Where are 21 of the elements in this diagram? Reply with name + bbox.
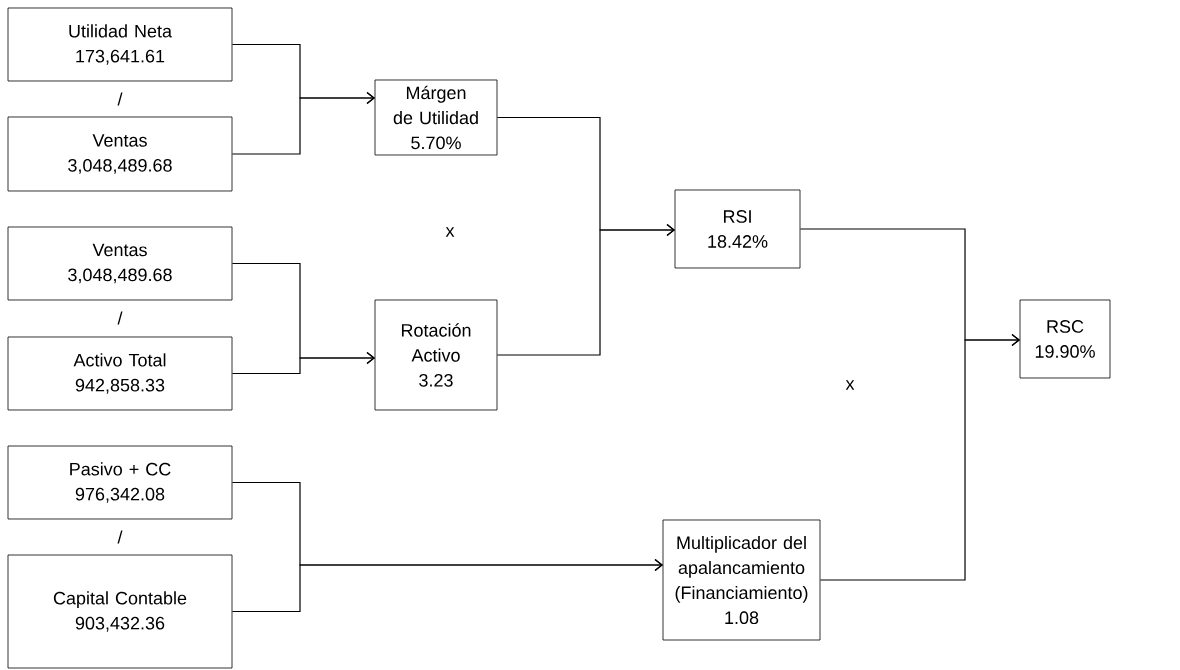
arrow	[819, 333, 1020, 581]
value-box: RSI 18.42%	[674, 189, 801, 269]
value-box: Ventas 3,048,489.68	[7, 226, 233, 301]
value-box: Márgen de Utilidad 5.70%	[374, 79, 498, 156]
operator-sign: /	[117, 92, 123, 106]
operator-sign: x	[445, 227, 455, 237]
value-box: Pasivo + CC 976,342.08	[7, 445, 233, 520]
value-box: Multiplicador del apalancamiento (Financiamiento) 1.08	[662, 519, 821, 641]
arrow	[231, 558, 663, 613]
value-box: Ventas 3,048,489.68	[7, 116, 233, 192]
operator-sign: x	[845, 380, 855, 390]
operator-sign: /	[117, 530, 123, 544]
operator-sign: /	[117, 311, 123, 325]
value-box: Activo Total 942,858.33	[7, 336, 233, 411]
arrow	[496, 223, 675, 356]
arrow	[231, 351, 375, 375]
arrow	[231, 91, 375, 155]
value-box: Capital Contable 903,432.36	[7, 554, 233, 669]
value-box: Utilidad Neta 173,641.61	[7, 7, 233, 82]
value-box: Rotación Activo 3.23	[374, 299, 498, 411]
value-box: RSC 19.90%	[1019, 299, 1111, 379]
